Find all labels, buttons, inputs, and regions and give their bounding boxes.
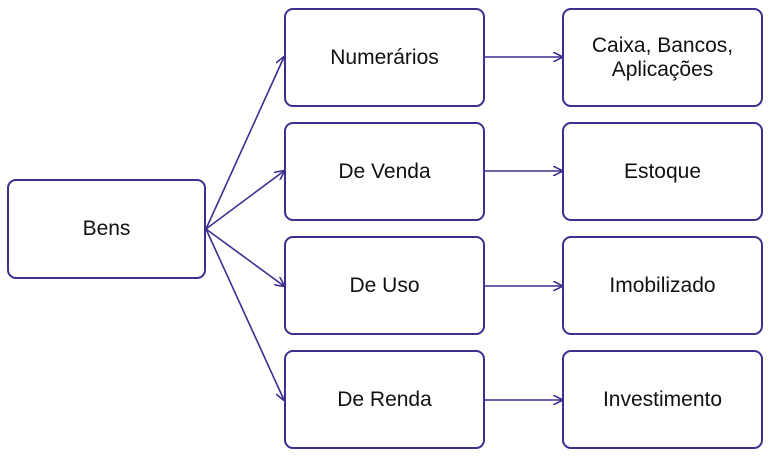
node-de-renda-label: De Renda bbox=[337, 387, 432, 411]
node-imobilizado: Imobilizado bbox=[562, 236, 763, 335]
arrow-bens-to-numerarios bbox=[205, 57, 284, 230]
node-de-venda-label: De Venda bbox=[338, 159, 431, 183]
node-estoque-label: Estoque bbox=[623, 159, 702, 183]
node-de-renda: De Renda bbox=[284, 350, 485, 449]
node-de-uso-label: De Uso bbox=[349, 273, 420, 297]
node-bens-label: Bens bbox=[82, 217, 131, 241]
arrow-bens-to-de-renda bbox=[205, 228, 284, 400]
node-imobilizado-label: Imobilizado bbox=[609, 273, 716, 297]
node-numerarios: Numerários bbox=[284, 8, 485, 107]
node-investimento-label: Investimento bbox=[602, 387, 723, 411]
node-caixa-bancos-aplicacoes-label: Caixa, Bancos, Aplicações bbox=[591, 34, 734, 81]
node-estoque: Estoque bbox=[562, 122, 763, 221]
node-caixa-bancos-aplicacoes: Caixa, Bancos, Aplicações bbox=[562, 8, 763, 107]
node-numerarios-label: Numerários bbox=[330, 45, 439, 69]
arrow-bens-to-de-venda bbox=[205, 171, 284, 230]
node-de-venda: De Venda bbox=[284, 122, 485, 221]
arrow-bens-to-de-uso bbox=[205, 228, 284, 286]
node-bens: Bens bbox=[7, 179, 206, 279]
node-investimento: Investimento bbox=[562, 350, 763, 449]
node-de-uso: De Uso bbox=[284, 236, 485, 335]
